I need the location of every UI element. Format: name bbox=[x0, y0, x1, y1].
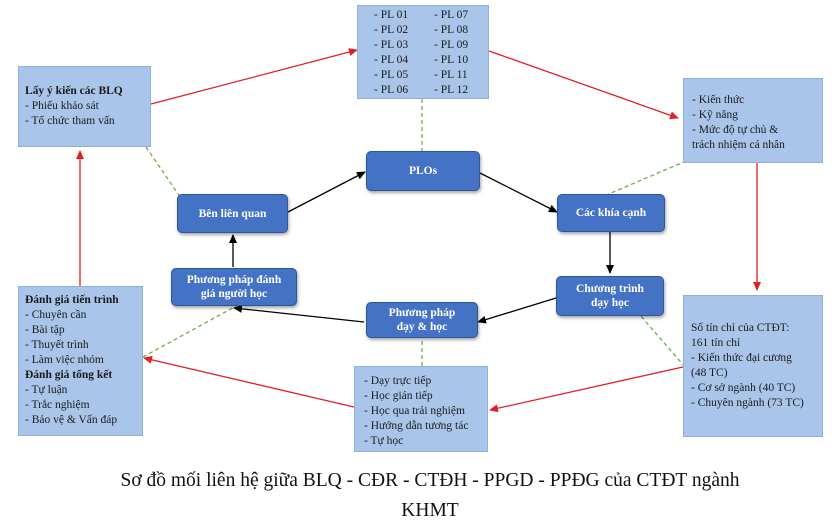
summative-assessment-item: - Bảo vệ & Vấn đáp bbox=[25, 414, 118, 426]
dash-assessment-danhgia bbox=[142, 304, 239, 358]
summative-assessment-title: Đánh giá tổng kết bbox=[25, 369, 113, 381]
teaching-method-item: - Học qua trải nghiệm bbox=[364, 405, 465, 417]
credits-item: (48 TC) bbox=[691, 367, 728, 379]
diagram-caption: Sơ đồ mối liên hệ giữa BLQ - CĐR - CTĐH … bbox=[30, 466, 830, 526]
stakeholders-node: Bên liên quan bbox=[177, 194, 288, 233]
assessment-method-node: Phương pháp đánh giá người học bbox=[171, 268, 297, 306]
stakeholder-feedback-box: Lấy ý kiến các BLQ - Phiếu khảo sát - Tổ… bbox=[18, 66, 151, 147]
arrow-blq-to-pl bbox=[150, 48, 358, 105]
credits-item: Số tín chỉ của CTĐT: bbox=[691, 322, 790, 334]
arrow-chuongtrinh-to-phuongphap bbox=[477, 297, 557, 324]
process-assessment-item: - Thuyết trình bbox=[25, 339, 89, 351]
credits-item: - Kiến thức đại cương bbox=[691, 352, 792, 364]
stakeholders-label: Bên liên quan bbox=[198, 207, 267, 220]
process-assessment-item: - Chuyên cần bbox=[25, 309, 87, 321]
dash-credits-chuongtrinh bbox=[639, 314, 686, 368]
aspects-item: - Kỹ năng bbox=[692, 109, 738, 121]
summative-assessment-item: - Trắc nghiệm bbox=[25, 399, 90, 411]
pl-item: - PL 03 bbox=[374, 39, 409, 51]
arrow-pl-to-aspects bbox=[488, 50, 679, 120]
pl-item: - PL 06 bbox=[374, 84, 409, 96]
assessment-box: Đánh giá tiến trình - Chuyên cần - Bài t… bbox=[18, 286, 143, 436]
credits-item: 161 tín chỉ bbox=[691, 337, 741, 349]
aspects-item: - Kiến thức bbox=[692, 94, 745, 106]
pl-item: - PL 07 bbox=[434, 9, 469, 21]
aspects-label: Các khía cạnh bbox=[575, 207, 647, 219]
arrow-benlienquan-to-plos bbox=[287, 171, 366, 213]
credits-box: Số tín chỉ của CTĐT: 161 tín chỉ - Kiến … bbox=[683, 295, 823, 437]
curriculum-node: Chương trình dạy học bbox=[556, 276, 664, 316]
pl-item: - PL 01 bbox=[374, 9, 409, 21]
aspects-box: - Kiến thức - Kỹ năng - Mức độ tự chủ & … bbox=[683, 78, 823, 163]
pl-list: - PL 01 - PL 07 - PL 02 - PL 08 - PL 03 - PL … bbox=[358, 6, 488, 98]
credits-item: - Cơ sở ngành (40 TC) bbox=[691, 382, 796, 394]
teaching-method-label-line: dạy & học bbox=[396, 321, 448, 333]
curriculum-label-line: dạy học bbox=[590, 297, 629, 309]
caption-line: KHMT bbox=[401, 500, 459, 521]
teaching-method-item: - Hướng dẫn tương tác bbox=[364, 420, 469, 432]
pl-item: - PL 08 bbox=[434, 24, 469, 36]
pl-item: - PL 02 bbox=[374, 24, 409, 36]
plos-node: PLOs bbox=[366, 151, 480, 191]
teaching-learning-method-node: Phương pháp dạy & học bbox=[366, 302, 478, 338]
teaching-method-label-line: Phương pháp bbox=[388, 307, 456, 319]
stakeholder-feedback-item: - Phiếu khảo sát bbox=[25, 100, 99, 112]
aspects-item: - Mức độ tự chủ & bbox=[692, 124, 779, 136]
credits-item: - Chuyên ngành (73 TC) bbox=[691, 397, 804, 409]
pl-list-box: - PL 01 - PL 07 - PL 02 - PL 08 - PL 03 - PL … bbox=[357, 5, 489, 99]
arrow-phuongphap-to-danhgia bbox=[233, 304, 365, 323]
summative-assessment-item: - Tự luận bbox=[25, 384, 68, 396]
aspects-item: trách nhiệm cá nhân bbox=[692, 139, 785, 151]
curriculum-label-line: Chương trình bbox=[576, 283, 644, 295]
pl-item: - PL 09 bbox=[434, 39, 469, 51]
aspects-node: Các khía cạnh bbox=[557, 194, 665, 232]
stakeholder-feedback-title: Lấy ý kiến các BLQ bbox=[25, 85, 123, 97]
arrow-teaching-to-assessment bbox=[143, 355, 355, 408]
teaching-methods-box: - Dạy trực tiếp - Học gián tiếp - Học qu… bbox=[354, 366, 488, 452]
arrow-plos-to-khiacanh bbox=[479, 172, 558, 213]
pl-item: - PL 11 bbox=[434, 69, 468, 81]
pl-item: - PL 12 bbox=[434, 84, 469, 96]
assessment-method-label-line: Phương pháp đánh bbox=[186, 274, 282, 286]
pl-item: - PL 10 bbox=[434, 54, 469, 66]
stakeholder-feedback-item: - Tổ chức tham vấn bbox=[25, 115, 115, 127]
caption-line: Sơ đồ mối liên hệ giữa BLQ - CĐR - CTĐH … bbox=[120, 470, 740, 491]
arrow-credits-to-teaching bbox=[489, 366, 684, 413]
dash-aspects-khiacanh bbox=[603, 149, 713, 197]
pl-item: - PL 04 bbox=[374, 54, 409, 66]
plos-label: PLOs bbox=[408, 165, 438, 177]
teaching-method-item: - Dạy trực tiếp bbox=[364, 375, 432, 387]
teaching-method-item: - Học gián tiếp bbox=[364, 390, 433, 402]
assessment-method-label-line: giá người học bbox=[200, 288, 268, 300]
teaching-method-item: - Tự học bbox=[364, 435, 404, 447]
process-assessment-item: - Làm việc nhóm bbox=[25, 354, 104, 366]
process-assessment-item: - Bài tập bbox=[25, 324, 65, 336]
process-assessment-title: Đánh giá tiến trình bbox=[25, 294, 119, 306]
pl-item: - PL 05 bbox=[374, 69, 409, 81]
